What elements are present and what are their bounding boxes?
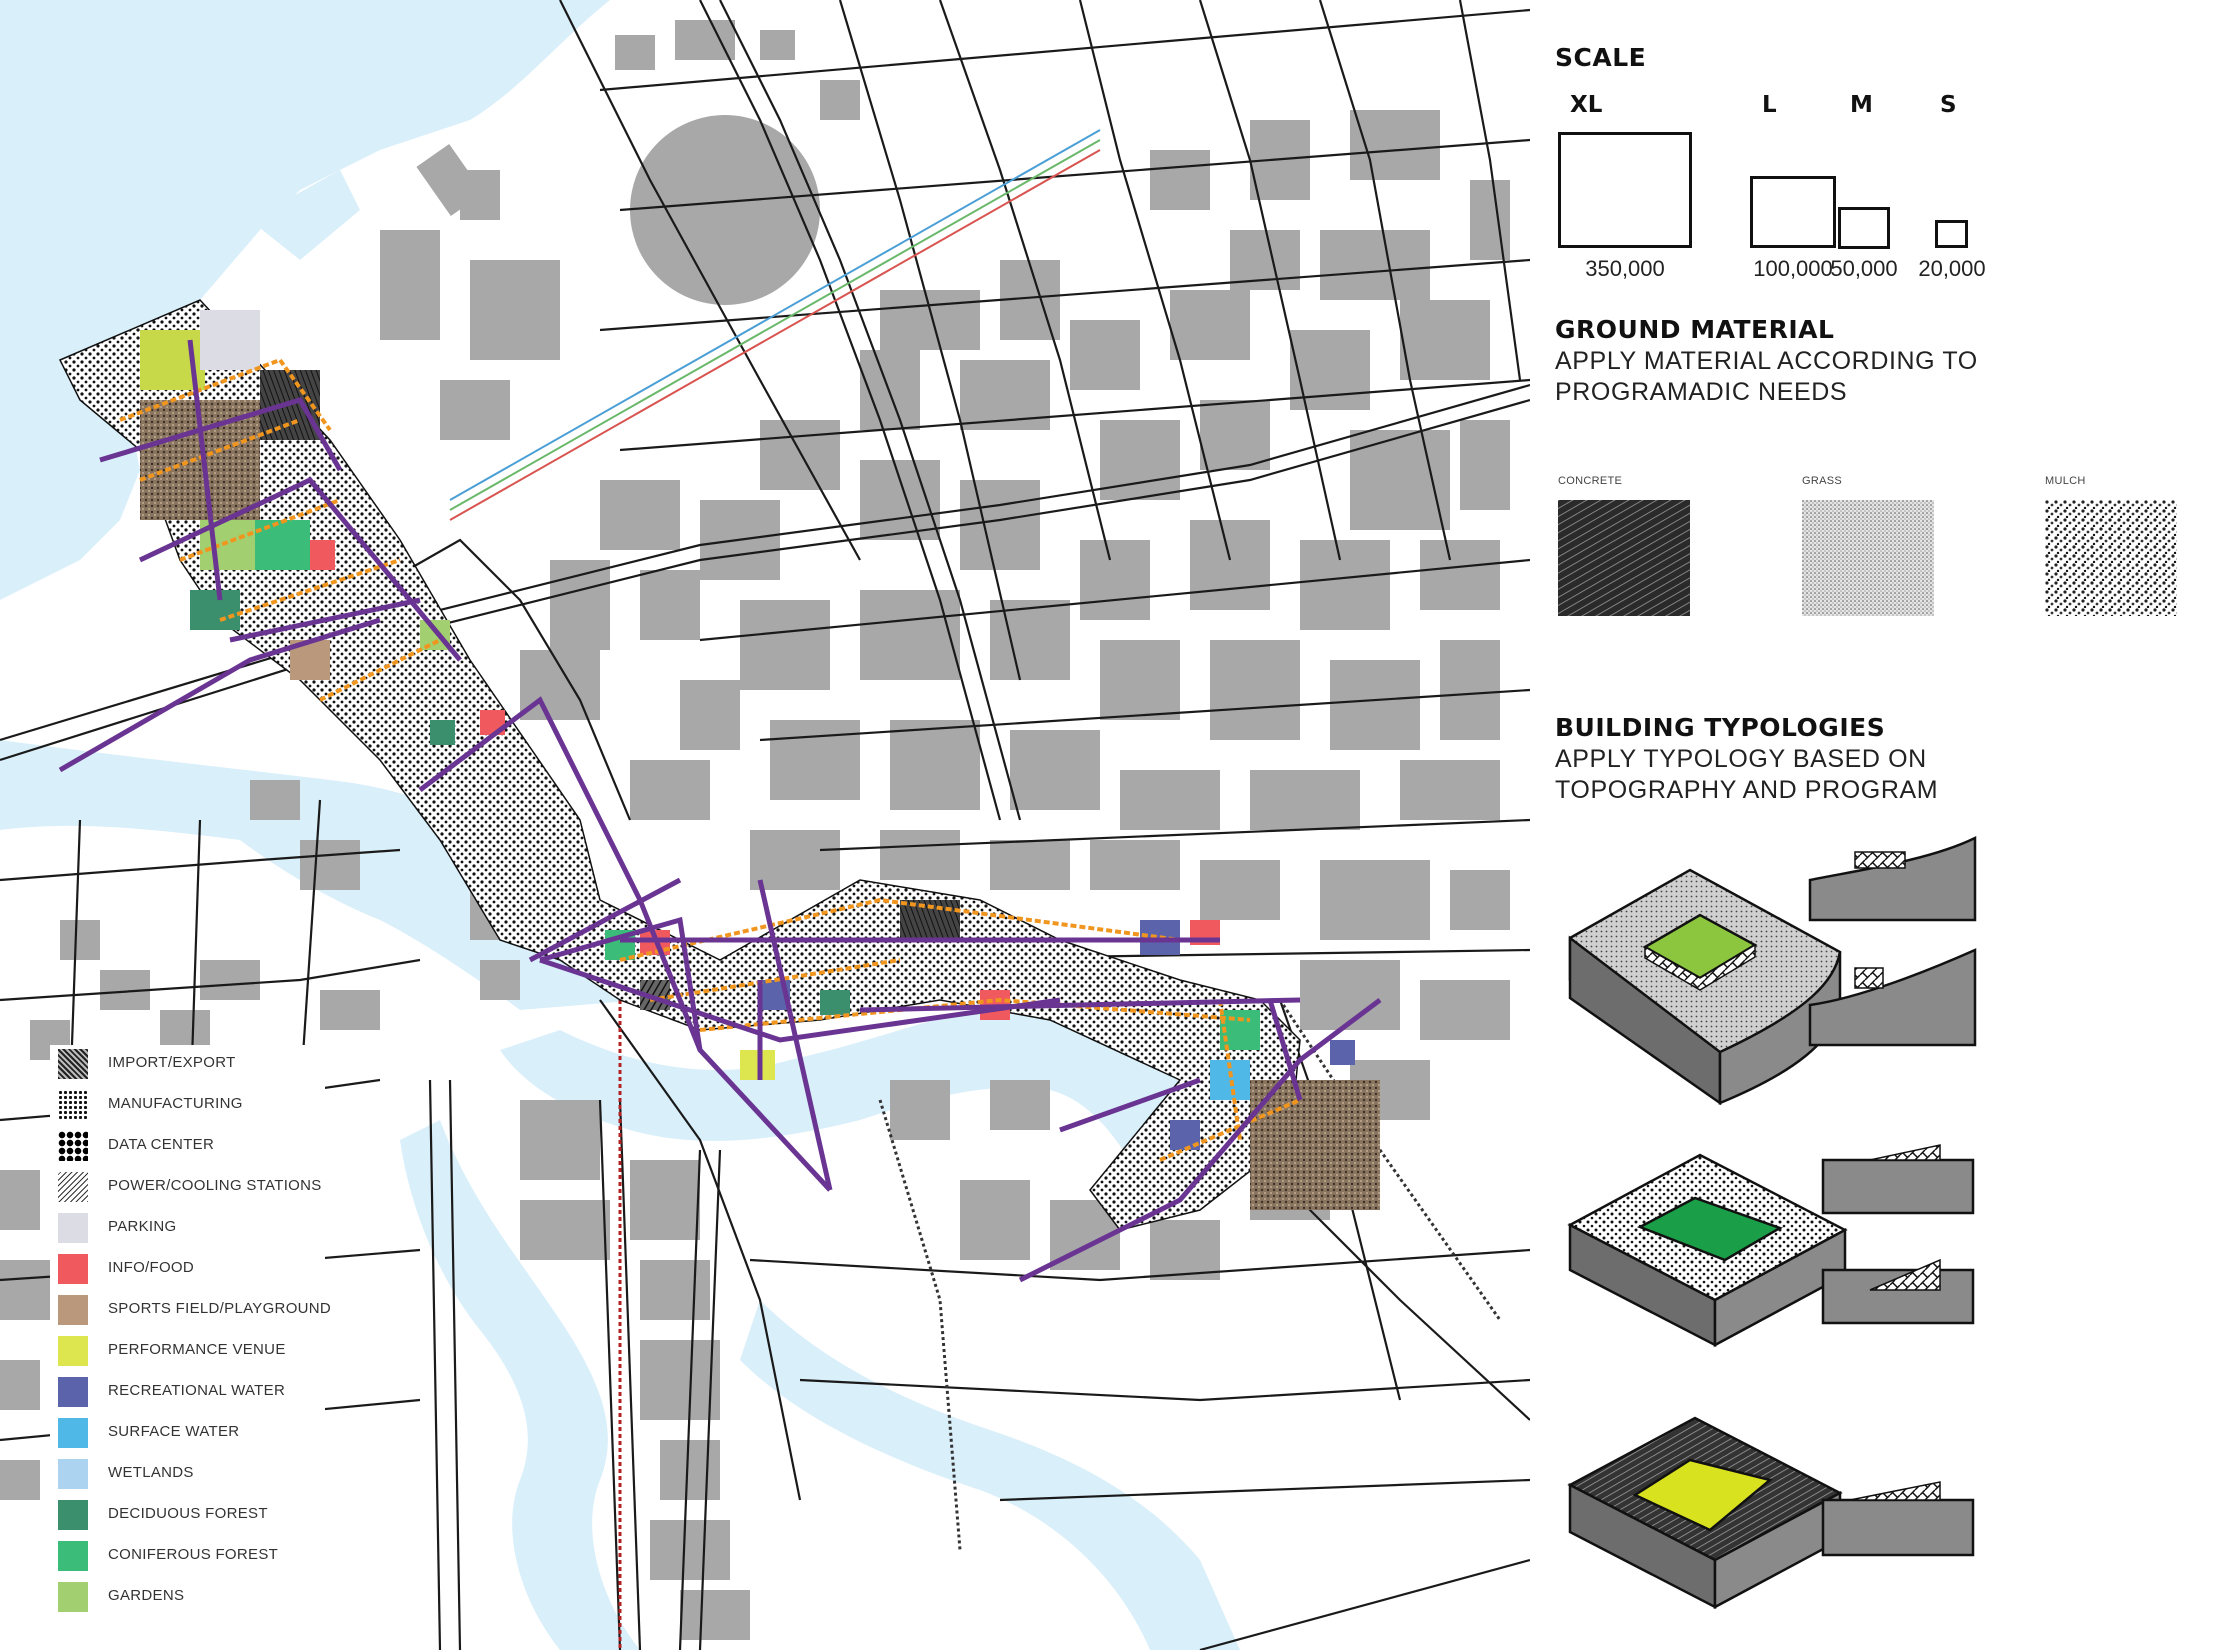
legend-item: CONIFEROUS FOREST: [58, 1537, 326, 1571]
legend-item: SPORTS FIELD/PLAYGROUND: [58, 1291, 331, 1325]
scale-box-l: [1750, 176, 1836, 248]
legend-swatch: [58, 1377, 88, 1407]
legend-label: DECIDUOUS FOREST: [108, 1505, 268, 1522]
material-label-concrete: CONCRETE: [1558, 475, 1623, 487]
legend-label: INFO/FOOD: [108, 1259, 195, 1276]
legend-label: IMPORT/EXPORT: [108, 1054, 236, 1071]
map-legend: IMPORT/EXPORT MANUFACTURING DATA CENTER POW…: [50, 1045, 331, 1625]
material-label-grass: GRASS: [1802, 475, 1843, 487]
material-swatch-grass: [1802, 500, 1934, 616]
scale-label-l: L: [1762, 92, 1777, 118]
scale-heading: SCALE: [1555, 43, 1647, 72]
legend-item: INFO/FOOD: [58, 1250, 326, 1284]
ground-material-subtitle-line2: PROGRAMADIC NEEDS: [1555, 378, 1848, 406]
legend-label: SURFACE WATER: [108, 1423, 240, 1440]
legend-label: POWER/COOLING STATIONS: [108, 1177, 322, 1194]
legend-label: PARKING: [108, 1218, 177, 1235]
typology-1-section-b: [1808, 948, 1977, 1047]
legend-label: CONIFEROUS FOREST: [108, 1546, 279, 1563]
connector-routes: [58, 339, 1382, 1283]
material-swatch-concrete: [1558, 500, 1690, 616]
walking-paths: [119, 357, 1301, 1162]
legend-swatch: [58, 1172, 88, 1202]
typology-1-section-a: [1808, 835, 1977, 922]
scale-box-m: [1838, 207, 1890, 249]
building-typologies-subtitle-line1: APPLY TYPOLOGY BASED ON: [1555, 745, 1927, 773]
legend-label: PERFORMANCE VENUE: [108, 1341, 286, 1358]
legend-swatch: [58, 1459, 88, 1489]
legend-swatch: [58, 1500, 88, 1530]
legend-item: RECREATIONAL WATER: [58, 1373, 326, 1407]
legend-swatch: [58, 1418, 88, 1448]
legend-label: SPORTS FIELD/PLAYGROUND: [108, 1300, 332, 1317]
scale-label-xl: XL: [1570, 92, 1603, 118]
legend-label: MANUFACTURING: [108, 1095, 243, 1112]
legend-item: WETLANDS: [58, 1455, 326, 1489]
typology-3-section: [1821, 1481, 1975, 1557]
legend-swatch: [58, 1336, 88, 1366]
typology-diagrams: [1567, 835, 1977, 1610]
scale-value-s: 20,000: [1918, 256, 1986, 281]
scale-box-xl: [1558, 132, 1692, 248]
ground-material-subtitle-line1: APPLY MATERIAL ACCORDING TO: [1555, 347, 1978, 375]
legend-item: SURFACE WATER: [58, 1414, 326, 1448]
scale-label-m: M: [1850, 92, 1873, 118]
legend-label: WETLANDS: [108, 1464, 194, 1481]
site-map: [0, 0, 1530, 1650]
building-typologies-subtitle-line2: TOPOGRAPHY AND PROGRAM: [1555, 776, 1939, 804]
legend-swatch: [58, 1090, 88, 1120]
scale-value-m: 50,000: [1830, 256, 1898, 281]
typology-1-iso: [1568, 868, 1842, 1106]
material-label-mulch: MULCH: [2045, 475, 2086, 487]
ground-material-heading: GROUND MATERIAL: [1555, 315, 1835, 344]
typology-3-iso: [1567, 1416, 1843, 1610]
typology-2-section-b: [1821, 1258, 1975, 1325]
legend-label: DATA CENTER: [108, 1136, 215, 1153]
legend-item: GARDENS: [58, 1578, 326, 1612]
legend-item: IMPORT/EXPORT: [58, 1045, 326, 1079]
legend-swatch: [58, 1131, 88, 1161]
scale-label-s: S: [1940, 92, 1957, 118]
legend-item: MANUFACTURING: [58, 1086, 326, 1120]
typology-2-roof: [1636, 1196, 1783, 1262]
legend-swatch: [58, 1254, 88, 1284]
legend-item: DATA CENTER: [58, 1127, 326, 1161]
legend-item: PARKING: [58, 1209, 326, 1243]
legend-item: PERFORMANCE VENUE: [58, 1332, 326, 1366]
legend-swatch: [58, 1213, 88, 1243]
material-swatch-mulch: [2045, 500, 2177, 616]
legend-swatch: [58, 1049, 88, 1079]
typology-2-iso: [1567, 1153, 1848, 1348]
legend-item: DECIDUOUS FOREST: [58, 1496, 326, 1530]
legend-label: GARDENS: [108, 1587, 185, 1604]
road-network: [0, 0, 1530, 1650]
legend-item: POWER/COOLING STATIONS: [58, 1168, 326, 1202]
scale-box-s: [1935, 220, 1968, 248]
side-panel: SCALE XL L M S 350,000 100,000 50,000 20…: [1530, 0, 2219, 1650]
legend-swatch: [58, 1295, 88, 1325]
legend-label: RECREATIONAL WATER: [108, 1382, 286, 1399]
scale-value-xl: 350,000: [1585, 256, 1665, 281]
typology-3-roof: [1632, 1458, 1773, 1532]
water-bodies: [0, 0, 1240, 1650]
city-buildings: [0, 20, 1510, 1640]
legend-swatch: [58, 1582, 88, 1612]
building-typologies-heading: BUILDING TYPOLOGIES: [1555, 713, 1886, 742]
scale-value-l: 100,000: [1753, 256, 1833, 281]
legend-swatch: [58, 1541, 88, 1571]
typology-2-section-a: [1821, 1144, 1975, 1215]
